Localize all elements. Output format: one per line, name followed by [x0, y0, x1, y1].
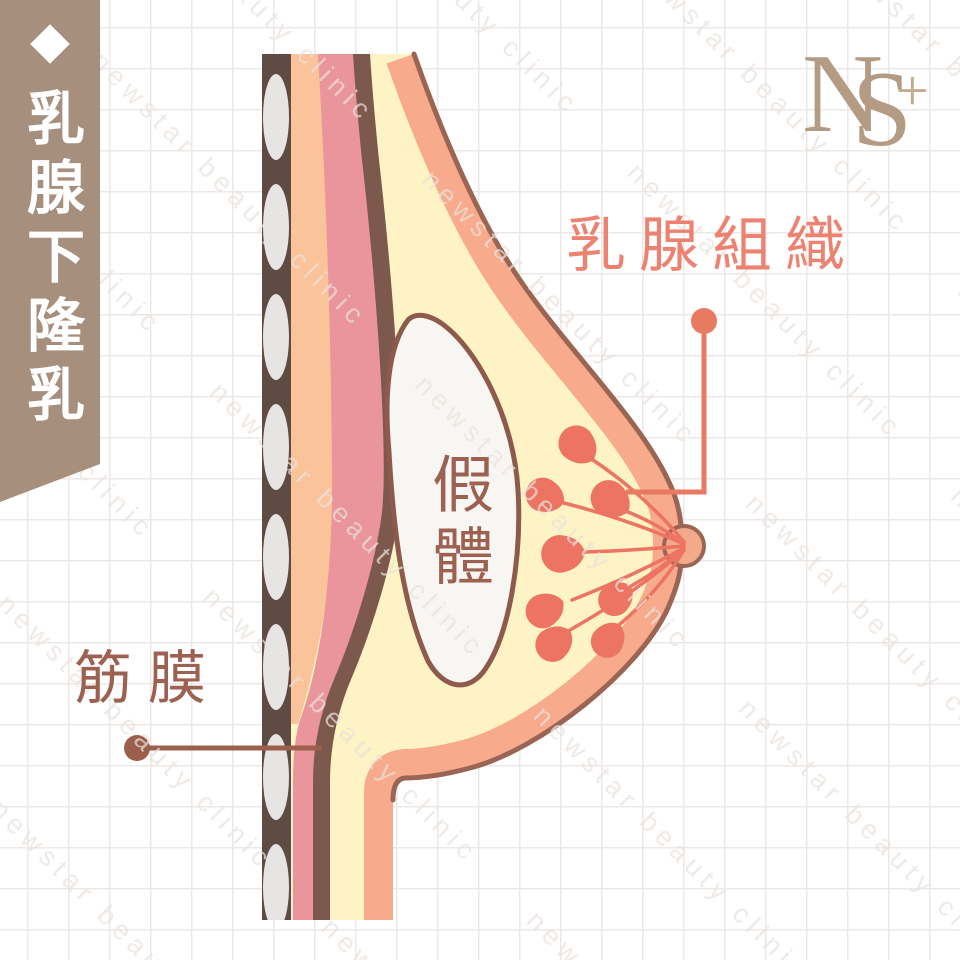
diamond-icon [30, 24, 70, 64]
title-ribbon: 乳腺下隆乳 [0, 0, 100, 502]
muscle-layer [293, 54, 384, 920]
ribs [263, 74, 289, 920]
gland-tissue-label: 乳腺組織 [566, 212, 858, 279]
logo-plus-icon: + [896, 58, 929, 123]
poster-title: 乳腺下隆乳 [18, 88, 83, 433]
fascia-leader-line [124, 735, 322, 761]
implant-shape [384, 312, 522, 688]
milk-ducts [562, 458, 686, 632]
implant-label: 假體 [422, 452, 492, 596]
subcutis-layer [291, 54, 334, 724]
logo-letter-n: N [802, 32, 883, 156]
logo-letter-s: S [852, 50, 913, 169]
gland-leader-dot [691, 308, 717, 334]
fascia-leader-dot [124, 735, 150, 761]
fascia-label: 筋膜 [74, 646, 223, 711]
gland-leader-line [626, 308, 717, 495]
clinic-logo: N S + [796, 24, 946, 174]
